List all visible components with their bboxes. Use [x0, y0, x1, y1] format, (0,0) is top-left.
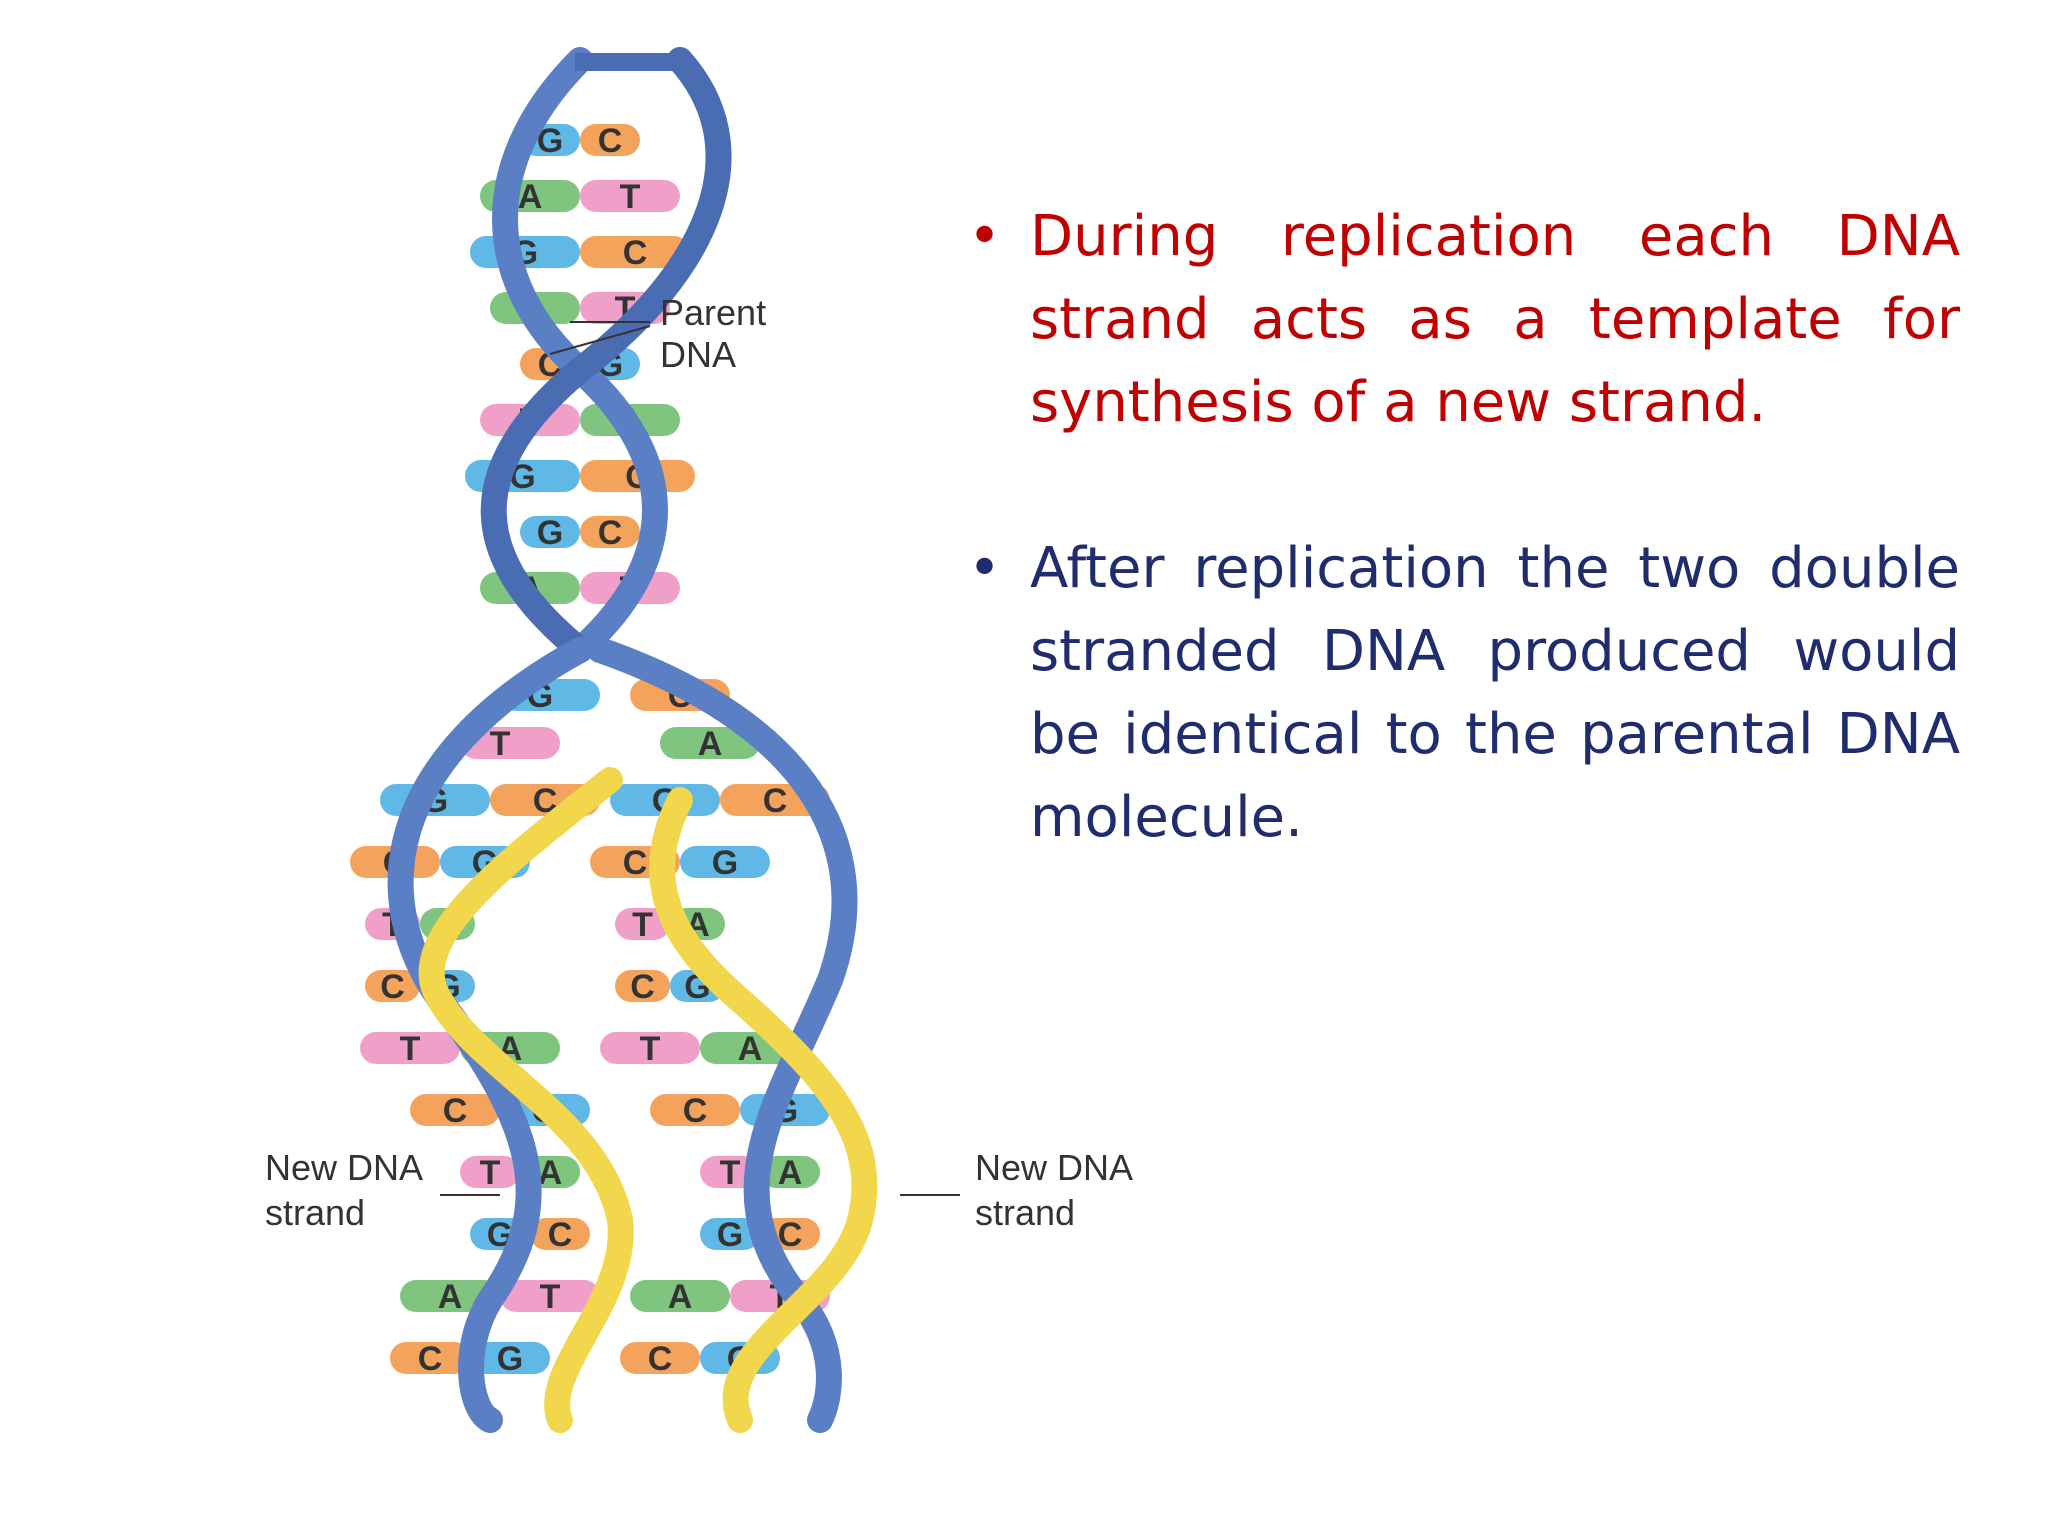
top-pair-7-left-base	[520, 516, 580, 548]
left-pair-8-right-letter: T	[540, 1278, 561, 1316]
top-pair-1-right-letter: T	[620, 178, 641, 216]
right-pair-6-left-letter: T	[720, 1154, 741, 1192]
parent-strand-b	[480, 47, 732, 663]
right-pair-2-left-base	[615, 908, 670, 940]
left-new-strand	[418, 767, 634, 1433]
right-pair-3-left-base	[615, 970, 670, 1002]
left-pair-6-left-base	[460, 1156, 520, 1188]
fork-right-base-1	[660, 727, 760, 759]
right-pair-4-right-letter: A	[738, 1030, 763, 1068]
top-pair-2-right-base	[580, 236, 690, 268]
top-pair-0-right-letter: C	[598, 122, 623, 160]
top-pair-7-right-letter: C	[598, 514, 623, 552]
right-pair-9-left-base	[620, 1342, 700, 1374]
bullet-list: • During replication each DNA strand act…	[960, 195, 1960, 942]
right-new-strand	[649, 787, 878, 1433]
left-pair-4-left-letter: T	[400, 1030, 421, 1068]
left-pair-3-left-letter: C	[380, 968, 405, 1006]
right-pair-5-left-letter: C	[683, 1092, 708, 1130]
top-pair-0-right-base	[580, 124, 640, 156]
left-pair-4-left-base	[360, 1032, 460, 1064]
new-dna-strand-label-left: New DNA strand	[265, 1147, 500, 1233]
fork-right-letter-1: A	[698, 725, 723, 763]
left-pair-3-left-base	[365, 970, 420, 1002]
parent-dna-label: Parent DNA	[549, 292, 766, 375]
right-pair-1-left-letter: C	[623, 844, 648, 882]
bullet-dot: •	[968, 536, 1002, 601]
fork-left-base-1	[460, 727, 560, 759]
new-right-label-line-2: strand	[975, 1192, 1075, 1233]
left-pair-6-right-letter: A	[538, 1154, 563, 1192]
left-pair-6-left-letter: T	[480, 1154, 501, 1192]
right-pair-1-right-base	[680, 846, 770, 878]
new-left-label-line-2: strand	[265, 1192, 365, 1233]
parent-label-line-2: DNA	[660, 334, 736, 375]
left-pair-7-right-base	[530, 1218, 590, 1250]
top-pair-1-left-letter: A	[518, 178, 543, 216]
right-pair-5-left-base	[650, 1094, 740, 1126]
left-pair-7-right-letter: C	[548, 1216, 573, 1254]
bullet-dot: •	[968, 204, 1002, 269]
right-pair-8-left-base	[630, 1280, 730, 1312]
top-pair-7-left-letter: G	[537, 514, 563, 552]
left-pair-9-left-letter: C	[418, 1340, 443, 1378]
right-pair-1-right-letter: G	[712, 844, 738, 882]
parent-label-line-1: Parent	[660, 292, 766, 333]
top-pair-1-right-base	[580, 180, 680, 212]
right-pair-4-left-letter: T	[640, 1030, 661, 1068]
bullet-replication-template: • During replication each DNA strand act…	[960, 195, 1960, 444]
right-pair-8-left-letter: A	[668, 1278, 693, 1316]
top-pair-7-right-base	[580, 516, 640, 548]
right-pair-7-left-letter: G	[717, 1216, 743, 1254]
top-pair-2-right-letter: C	[623, 234, 648, 272]
bullet-text: After replication the two double strande…	[1030, 536, 1960, 850]
right-pair-6-right-base	[760, 1156, 820, 1188]
right-pair-4-left-base	[600, 1032, 700, 1064]
right-pair-9-left-letter: C	[648, 1340, 673, 1378]
left-pair-8-left-letter: A	[438, 1278, 463, 1316]
right-pair-0-right-letter: C	[763, 782, 788, 820]
new-dna-strand-label-right: New DNA strand	[900, 1147, 1133, 1233]
left-pair-9-right-letter: G	[497, 1340, 523, 1378]
fork-left-letter-1: T	[490, 725, 511, 763]
parent-leader-line-2	[549, 325, 651, 355]
bullet-text: During replication each DNA strand acts …	[1030, 204, 1960, 435]
left-pair-9-right-base	[470, 1342, 550, 1374]
left-pair-8-right-base	[500, 1280, 600, 1312]
left-pair-5-left-letter: C	[443, 1092, 468, 1130]
new-left-label-line-1: New DNA	[265, 1147, 423, 1188]
left-pair-5-left-base	[410, 1094, 500, 1126]
right-pair-2-left-letter: T	[632, 906, 653, 944]
right-pair-3-left-letter: C	[630, 968, 655, 1006]
right-pair-7-left-base	[700, 1218, 760, 1250]
right-pair-6-right-letter: A	[778, 1154, 803, 1192]
new-right-label-line-1: New DNA	[975, 1147, 1133, 1188]
helix-strands	[387, 47, 878, 1433]
bullet-identical-dna: • After replication the two double stran…	[960, 527, 1960, 859]
left-pair-9-left-base	[390, 1342, 470, 1374]
right-pair-0-left-base	[610, 784, 720, 816]
